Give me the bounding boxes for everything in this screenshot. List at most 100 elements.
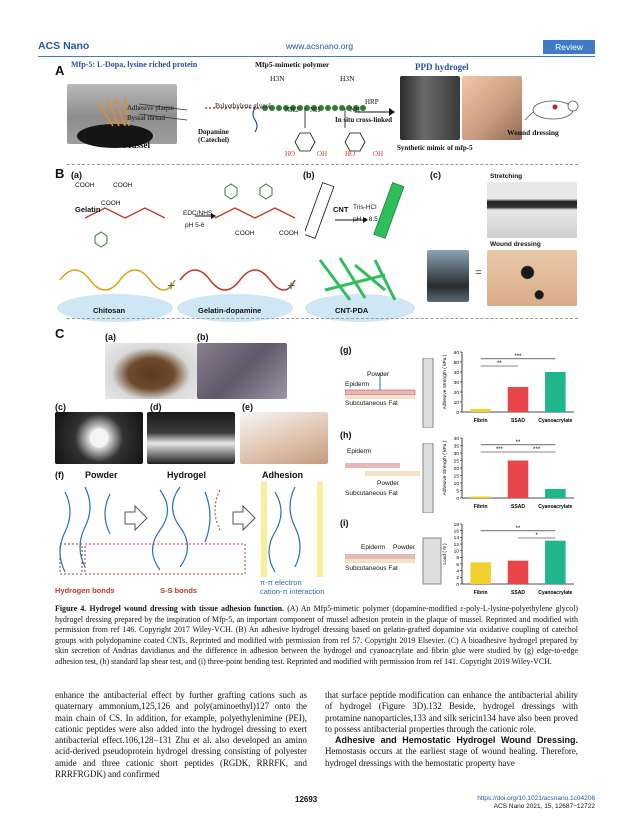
panel-b-c: (c) bbox=[430, 170, 441, 180]
bar-fibrin bbox=[470, 562, 491, 584]
mfp5-title: Mfp-5: L-Dopa, lysine riched protein bbox=[71, 60, 198, 69]
oh-label-1: OH bbox=[317, 150, 328, 158]
bar-cyanoacrylate bbox=[545, 372, 566, 412]
insitu-label: In situ cross-linked bbox=[335, 116, 393, 124]
x-tick-label: Fibrin bbox=[474, 504, 488, 510]
adhesion-mechanism-diagram bbox=[59, 482, 323, 577]
y-tick-label: 6 bbox=[456, 562, 459, 568]
y-tick-label: 20 bbox=[454, 390, 460, 396]
caption-figure-number: Figure 4. bbox=[55, 604, 87, 613]
panel-a-label: A bbox=[55, 63, 65, 78]
doi-link[interactable]: https://doi.org/10.1021/acsnano.1c04206 bbox=[477, 795, 595, 802]
cnt-pda-label: CNT-PDA bbox=[335, 306, 369, 315]
journal-name: ACS Nano bbox=[38, 40, 90, 52]
significance-marker: *** bbox=[514, 354, 522, 360]
x-tick-label: Fibrin bbox=[474, 590, 488, 596]
y-tick-label: 0 bbox=[456, 496, 459, 502]
cooh-1: COOH bbox=[75, 182, 95, 189]
panel-c-h: (h) bbox=[340, 430, 352, 440]
cation-pi-legend: cation-π interaction bbox=[260, 587, 325, 596]
cnt-label: CNT bbox=[333, 205, 349, 214]
mussel-drawing bbox=[77, 97, 188, 148]
ss-bonds-legend: S-S bonds bbox=[160, 586, 198, 595]
h3n-left: H3N bbox=[270, 74, 285, 83]
ph-8-5-label: pH = 8.5 bbox=[353, 216, 378, 223]
x-tick-label: Cyanoacrylate bbox=[538, 504, 572, 510]
bar-ssad bbox=[507, 560, 529, 584]
salamander-photo-1 bbox=[105, 343, 197, 399]
panel-c-i: (i) bbox=[340, 518, 349, 528]
oh-label-2: OH bbox=[373, 150, 384, 158]
bar-ssad bbox=[507, 387, 529, 412]
bending-schematic bbox=[345, 537, 442, 585]
stretching-photo bbox=[487, 182, 577, 238]
significance-marker: *** bbox=[496, 447, 504, 453]
nh-label-1: NH bbox=[310, 106, 321, 114]
y-tick-label: 35 bbox=[454, 443, 460, 449]
wound-dressing-a-label: Wound dressing bbox=[507, 128, 559, 137]
panel-c-e: (e) bbox=[242, 402, 253, 412]
hydrogel-label: Hydrogel bbox=[167, 470, 207, 480]
hydrogel-components: + + bbox=[57, 257, 415, 322]
adhesive-plaque-label: Adhesive plaque bbox=[127, 104, 174, 112]
y-tick-label: 60 bbox=[454, 350, 460, 356]
significance-marker: * bbox=[535, 533, 538, 539]
header-rule bbox=[38, 56, 595, 57]
page-number: 12693 bbox=[295, 795, 318, 804]
y-tick-label: 40 bbox=[454, 370, 460, 376]
y-tick-label: 30 bbox=[454, 451, 460, 457]
bar-cyanoacrylate bbox=[545, 489, 566, 498]
chitosan-label: Chitosan bbox=[93, 306, 126, 315]
ho-label-1: HO bbox=[285, 150, 296, 158]
y-axis-label: Load ( N ) bbox=[442, 543, 448, 565]
gelatin-dopamine-label: Gelatin-dopamine bbox=[198, 306, 262, 315]
powder-g-label: Powder bbox=[367, 371, 390, 378]
wound-dressing-b-label: Wound dressing bbox=[490, 241, 541, 248]
y-tick-label: 2 bbox=[456, 575, 459, 581]
hrp-label: HRP bbox=[365, 98, 379, 106]
caption-title: Hydrogel wound dressing with tissue adhe… bbox=[89, 604, 285, 613]
y-tick-label: 12 bbox=[454, 542, 460, 548]
panel-b-label: B bbox=[55, 166, 65, 181]
panel-c-g: (g) bbox=[340, 345, 352, 355]
ho-label-2: HO bbox=[345, 150, 356, 158]
hydrogen-bonds-legend: Hydrogen bonds bbox=[55, 586, 115, 595]
edc-nhs-label: EDC/NHS bbox=[183, 210, 213, 217]
peg-label: Polyethylene glycol bbox=[215, 102, 271, 110]
mfp5-polymer-structure bbox=[205, 105, 366, 152]
section-heading: Adhesive and Hemostatic Hydrogel Wound D… bbox=[335, 735, 578, 746]
y-tick-label: 0 bbox=[456, 582, 459, 588]
y-tick-label: 10 bbox=[454, 548, 460, 554]
x-tick-label: SSAD bbox=[511, 504, 525, 510]
x-tick-label: SSAD bbox=[511, 418, 525, 424]
journal-url[interactable]: www.acsnano.org bbox=[286, 41, 354, 51]
subq-g-label: Subcutaneous Fat bbox=[345, 400, 398, 407]
panel-c-d: (d) bbox=[150, 402, 162, 412]
panel-c-f: (f) bbox=[55, 470, 64, 480]
y-tick-label: 15 bbox=[454, 473, 460, 479]
powder-h-label: Powder bbox=[377, 480, 400, 487]
y-tick-label: 25 bbox=[454, 458, 460, 464]
adhesion-label: Adhesion bbox=[262, 470, 304, 480]
gelatin-structure bbox=[84, 183, 295, 248]
section-paragraph: Hemostasis occurs at the earliest stage … bbox=[325, 746, 578, 768]
nh-label-2: NH bbox=[350, 106, 361, 114]
subq-h-label: Subcutaneous Fat bbox=[345, 490, 398, 497]
body-paragraph-right: that surface peptide modification can en… bbox=[325, 690, 578, 734]
y-tick-label: 10 bbox=[454, 481, 460, 487]
rat-wound-drawing bbox=[525, 100, 579, 121]
gelatin-label: Gelatin bbox=[75, 205, 101, 214]
footer-citation: https://doi.org/10.1021/acsnano.1c04206 … bbox=[477, 795, 595, 811]
significance-marker: *** bbox=[533, 447, 541, 453]
body-column-left: enhance the antibacterial effect by furt… bbox=[55, 690, 307, 780]
y-tick-label: 4 bbox=[456, 568, 459, 574]
panel-c-c: (c) bbox=[55, 402, 66, 412]
article-type-badge: Review bbox=[543, 40, 595, 54]
finger-adhesion-photo bbox=[240, 412, 328, 464]
body-column-right: that surface peptide modification can en… bbox=[325, 690, 578, 769]
dopamine-label: Dopamine (Catechol) bbox=[198, 128, 230, 144]
bar-cyanoacrylate bbox=[545, 540, 566, 584]
hrp-arrow bbox=[355, 108, 395, 116]
ph-5-6-label: pH 5-6 bbox=[185, 222, 205, 229]
